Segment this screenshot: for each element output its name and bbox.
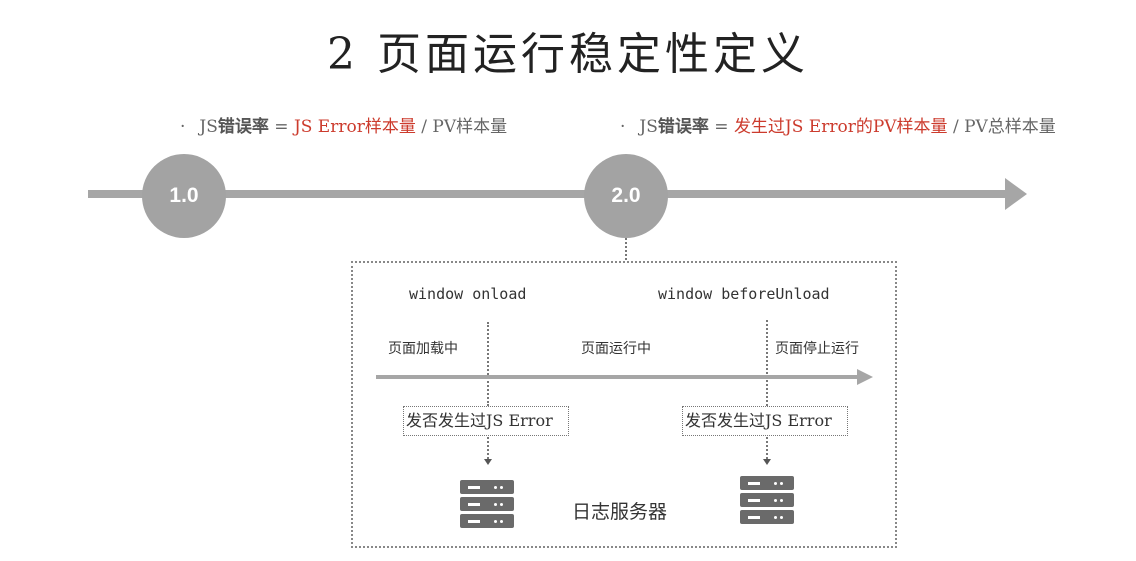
- formula-denominator: PV总样本量: [964, 117, 1056, 137]
- page-lifecycle-line: [376, 375, 858, 379]
- timeline-arrowhead: [1005, 178, 1027, 210]
- detail-box: [351, 261, 897, 548]
- bullet: ·: [620, 117, 626, 137]
- formula-metric: 错误率: [217, 117, 269, 137]
- log-server-label: 日志服务器: [572, 501, 668, 523]
- formula-sep: /: [415, 117, 433, 137]
- error-check-box-onload: 发否发生过JS Error: [403, 406, 569, 436]
- version-2-circle: 2.0: [584, 154, 668, 238]
- event-onload: window onload: [409, 285, 527, 303]
- connector-dotted-line: [625, 238, 627, 260]
- arrow-down-icon: [763, 459, 771, 465]
- phase-loading: 页面加载中: [388, 341, 458, 357]
- formula-v1: · JS错误率 = JS Error样本量 / PV样本量: [180, 112, 507, 137]
- version-1-circle: 1.0: [142, 154, 226, 238]
- formula-eq: =: [268, 117, 294, 137]
- server-icon: [460, 480, 514, 531]
- onload-dotted-line: [487, 322, 489, 406]
- page-lifecycle-arrowhead: [857, 369, 873, 385]
- page-title: 2 页面运行稳定性定义: [327, 29, 809, 80]
- onload-to-server-line: [487, 437, 489, 459]
- formula-sep: /: [947, 117, 965, 137]
- unload-to-server-line: [766, 437, 768, 459]
- timeline-line: [88, 190, 1008, 198]
- unload-dotted-line: [766, 320, 768, 406]
- error-check-box-unload: 发否发生过JS Error: [682, 406, 848, 436]
- formula-prefix: JS: [639, 117, 658, 137]
- phase-running: 页面运行中: [581, 341, 651, 357]
- bullet: ·: [180, 117, 186, 137]
- formula-metric: 错误率: [657, 117, 709, 137]
- formula-numerator: 发生过JS Error的PV样本量: [733, 117, 948, 137]
- event-before-unload: window beforeUnload: [658, 285, 830, 303]
- formula-prefix: JS: [199, 117, 218, 137]
- formula-eq: =: [708, 117, 734, 137]
- arrow-down-icon: [484, 459, 492, 465]
- formula-v2: · JS错误率 = 发生过JS Error的PV样本量 / PV总样本量: [620, 112, 1056, 137]
- formula-numerator: JS Error样本量: [293, 117, 416, 137]
- phase-stopped: 页面停止运行: [775, 341, 859, 357]
- server-icon: [740, 476, 794, 527]
- formula-denominator: PV样本量: [432, 117, 508, 137]
